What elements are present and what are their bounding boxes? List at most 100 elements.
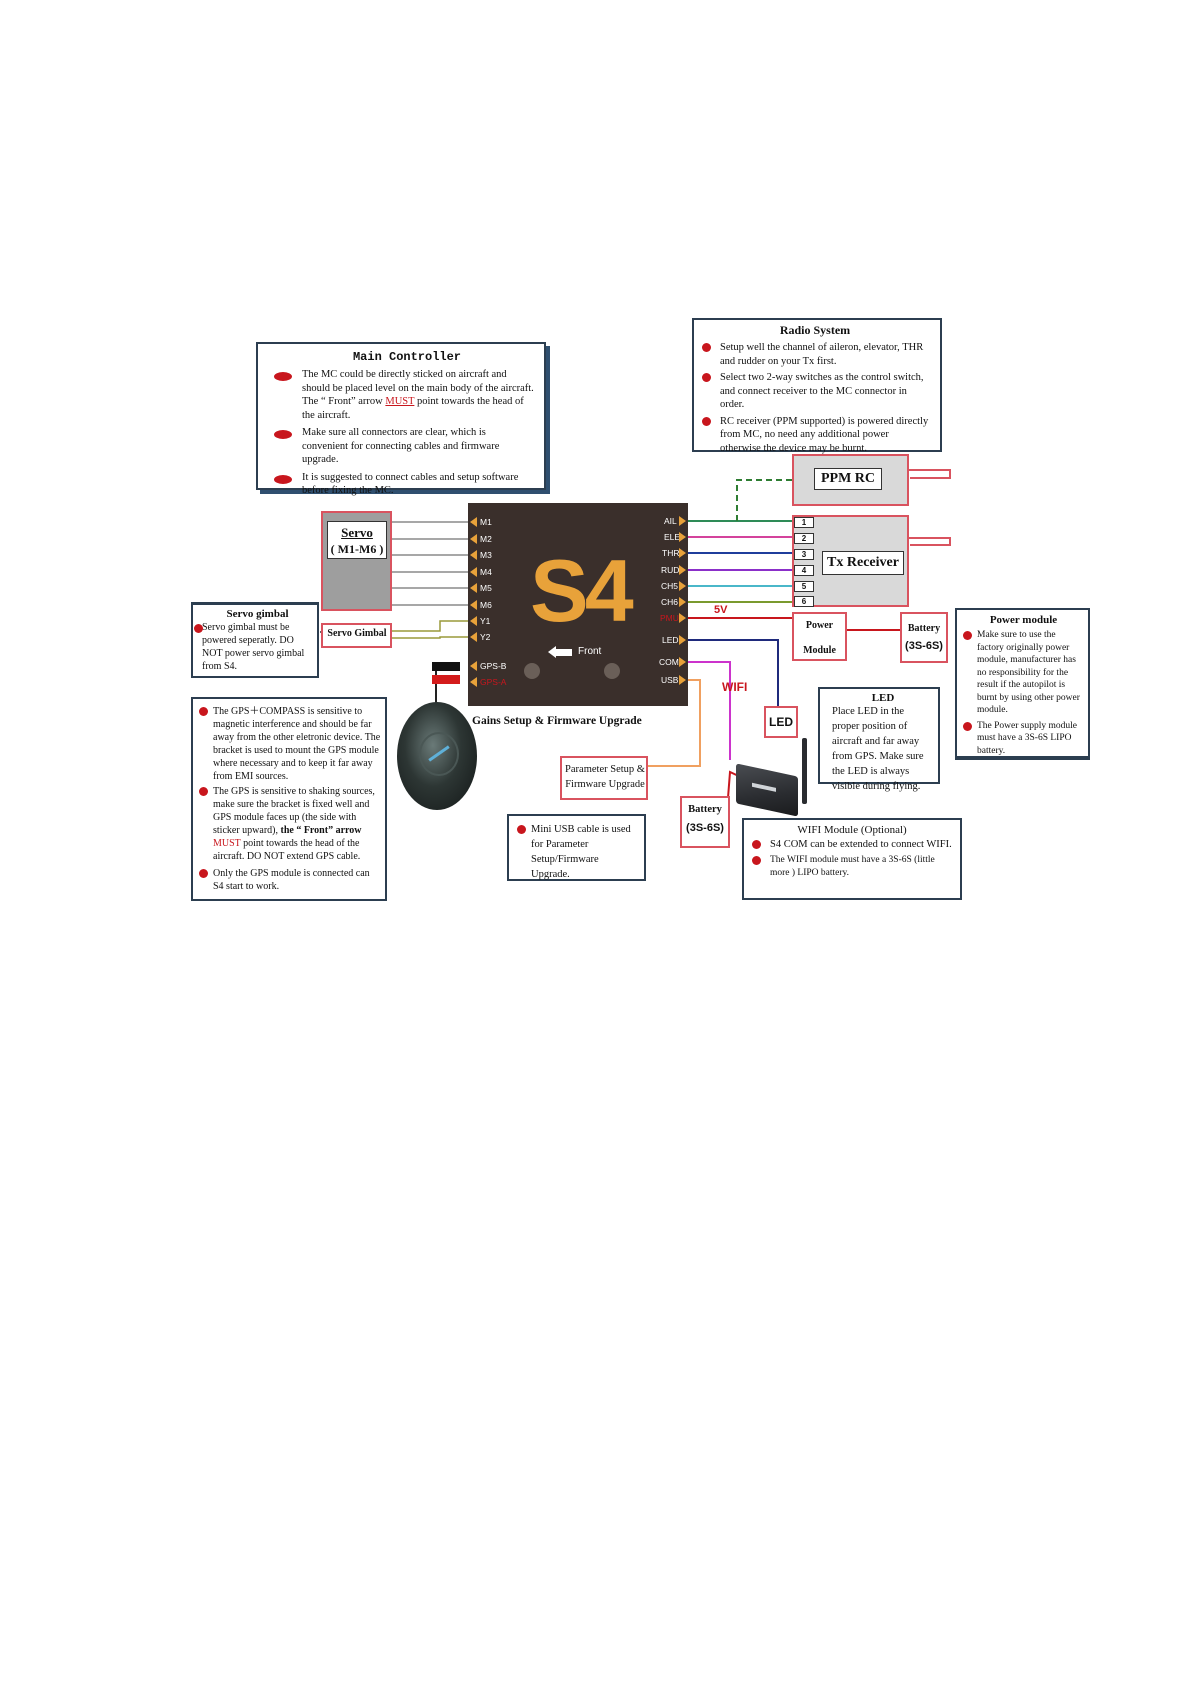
radio-system-bullet: Setup well the channel of aileron, eleva… xyxy=(698,341,932,368)
port-arrow-icon xyxy=(470,583,477,593)
power-module-bullet: The Power supply module must have a 3S-6… xyxy=(963,720,1084,758)
servo-gimbal-text: Servo gimbal must be powered seperatly. … xyxy=(202,622,305,672)
gps-connector-black xyxy=(432,662,460,671)
power-label-1: Power xyxy=(805,620,834,631)
usb-note: Mini USB cable is used for Parameter Set… xyxy=(507,814,646,881)
port-arrow-icon xyxy=(679,675,686,685)
channel-1: 1 xyxy=(794,517,814,528)
front-arrow-head-icon xyxy=(548,646,556,658)
param-label-1: Parameter Setup & xyxy=(565,764,645,775)
port-arrow-icon xyxy=(470,567,477,577)
main-controller-title: Main Controller xyxy=(352,350,462,364)
radio-system-title: Radio System xyxy=(779,323,851,337)
tx-receiver-module: Tx Receiver xyxy=(792,515,909,607)
receiver-wires xyxy=(688,520,792,603)
port-ch5: CH5 xyxy=(661,581,679,591)
power-label-2: Module xyxy=(803,645,836,656)
port-m4: M4 xyxy=(480,567,492,577)
usb-wire xyxy=(646,679,701,767)
servo-label-box: Servo ( M1-M6 ) xyxy=(327,521,387,559)
port-thr: THR xyxy=(662,548,680,558)
battery-bottom-label-1: Battery xyxy=(688,804,722,815)
port-usb: USB xyxy=(661,675,679,685)
port-arrow-icon xyxy=(470,517,477,527)
port-arrow-icon xyxy=(679,565,686,575)
power-module-title: Power module xyxy=(989,614,1058,626)
port-com: COM xyxy=(659,657,679,667)
port-arrow-icon xyxy=(679,516,686,526)
ppm-rc-module: PPM RC xyxy=(792,454,909,506)
port-ail: AIL xyxy=(664,516,677,526)
mount-hole-right xyxy=(604,663,620,679)
servo-range: ( M1-M6 ) xyxy=(330,542,384,556)
channel-4: 4 xyxy=(794,565,814,576)
label-wifi: WIFI xyxy=(722,680,748,694)
led-note-text: Place LED in the proper position of airc… xyxy=(832,706,924,792)
servo-gimbal-label: Servo Gimbal xyxy=(327,628,387,639)
main-controller-bullet: Make sure all connectors are clear, whic… xyxy=(274,426,534,467)
s4-board: S4 Front xyxy=(468,503,688,706)
port-arrow-icon xyxy=(679,532,686,542)
port-arrow-icon xyxy=(470,600,477,610)
mount-hole-left xyxy=(524,663,540,679)
port-arrow-icon xyxy=(679,597,686,607)
port-m5: M5 xyxy=(480,583,492,593)
servo-gimbal-title: Servo gimbal xyxy=(226,608,289,620)
servo-wires xyxy=(392,521,468,606)
port-y2: Y2 xyxy=(480,632,491,642)
power-module-box: Power Module xyxy=(792,612,847,661)
port-m1: M1 xyxy=(480,517,492,527)
servo-gimbal-note: Servo gimbal Servo gimbal must be powere… xyxy=(191,602,319,678)
servo-module: Servo ( M1-M6 ) xyxy=(321,511,392,611)
radio-system-note: Radio System Setup well the channel of a… xyxy=(692,318,942,454)
led-note: LED Place LED in the proper position of … xyxy=(818,687,940,792)
wifi-note-title: WIFI Module (Optional) xyxy=(797,824,907,836)
ppm-rc-label: PPM RC xyxy=(814,468,882,490)
servo-label: Servo xyxy=(341,525,373,540)
port-arrow-icon xyxy=(470,661,477,671)
port-arrow-icon xyxy=(470,550,477,560)
servo-gimbal-text-wrap: Servo gimbal must be powered seperatly. … xyxy=(194,621,313,673)
port-m6: M6 xyxy=(480,600,492,610)
battery-bottom-box: Battery (3S-6S) xyxy=(680,796,730,848)
parameter-setup-box: Parameter Setup & Firmware Upgrade xyxy=(560,756,648,800)
power-module-note: Power module Make sure to use the factor… xyxy=(955,608,1090,760)
radio-system-bullet: Select two 2-way switches as the control… xyxy=(698,371,932,412)
port-arrow-icon xyxy=(470,677,477,687)
port-pmu: PMU xyxy=(660,613,679,623)
gps-note-bullet: The GPS is sensitive to shaking sources,… xyxy=(199,785,381,863)
gps-note-bullet: Only the GPS module is connected can S4 … xyxy=(199,867,381,893)
radio-system-bullet: RC receiver (PPM supported) is powered d… xyxy=(698,415,932,456)
must-emphasis: MUST xyxy=(385,396,415,407)
wifi-note: WIFI Module (Optional) S4 COM can be ext… xyxy=(742,818,962,900)
tx-receiver-label: Tx Receiver xyxy=(822,551,904,575)
front-arrow-icon xyxy=(554,649,572,656)
port-gps-b: GPS-B xyxy=(480,661,507,671)
front-label: Front xyxy=(578,646,602,657)
main-controller-note: Main Controller The MC could be directly… xyxy=(256,342,546,496)
led-box-label: LED xyxy=(769,715,793,729)
must-emphasis: MUST xyxy=(213,838,241,849)
gps-note: The GPS＋COMPASS is sensitive to magnetic… xyxy=(191,697,387,901)
main-controller-bullet: It is suggested to connect cables and se… xyxy=(274,471,534,498)
port-arrow-icon xyxy=(679,613,686,623)
s4-logo: S4 xyxy=(530,541,634,640)
gps-note-bullet: The GPS＋COMPASS is sensitive to magnetic… xyxy=(199,705,381,783)
port-ch6: CH6 xyxy=(661,597,679,607)
port-m3: M3 xyxy=(480,550,492,560)
port-arrow-icon xyxy=(679,635,686,645)
channel-3: 3 xyxy=(794,549,814,560)
port-arrow-icon xyxy=(679,548,686,558)
wifi-antenna-icon xyxy=(802,738,807,804)
led-box: LED xyxy=(764,706,798,738)
channel-5: 5 xyxy=(794,581,814,592)
gps-connector-red xyxy=(432,675,460,684)
param-label-2: Firmware Upgrade xyxy=(565,779,645,790)
port-m2: M2 xyxy=(480,534,492,544)
gps-module-icon xyxy=(397,702,477,810)
port-y1: Y1 xyxy=(480,616,491,626)
port-rud: RUD xyxy=(661,565,680,575)
battery-bottom-label-2: (3S-6S) xyxy=(686,822,724,834)
ppm-dashed-wire xyxy=(736,479,792,521)
